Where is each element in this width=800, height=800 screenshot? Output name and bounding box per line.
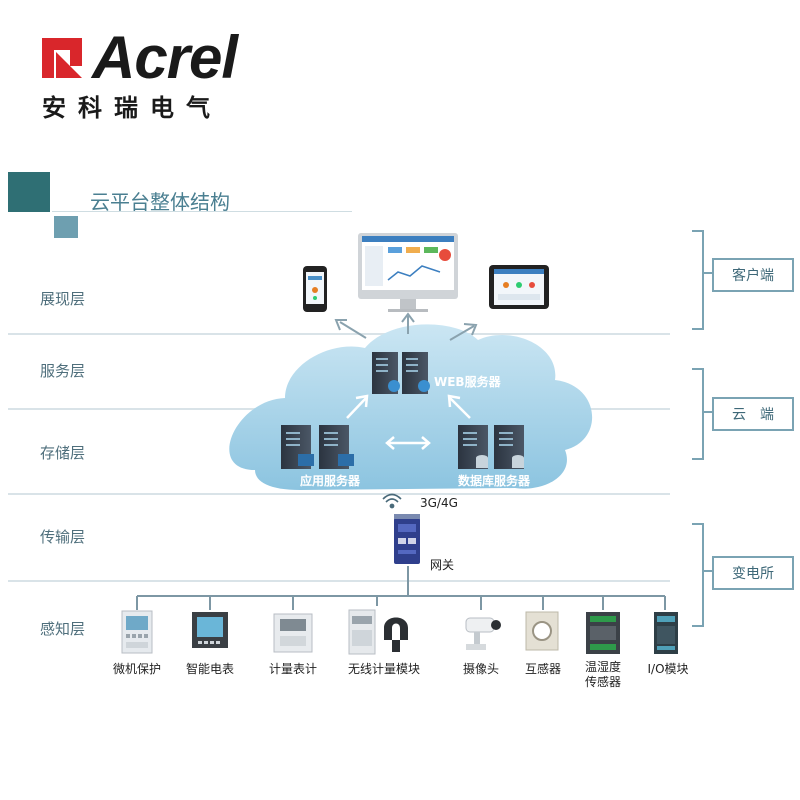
gateway-label: 网关 [430, 556, 454, 573]
desktop-monitor-icon [358, 233, 458, 312]
device-label-metering-meter: 计量表计 [248, 660, 338, 677]
device-label-io-module: I/O模块 [623, 660, 713, 677]
gateway-device-icon [394, 514, 420, 564]
field-bus [137, 566, 665, 610]
transformer-icon [526, 612, 558, 650]
temp-humidity-sensor-icon [586, 612, 620, 654]
wireless-module-icon [349, 610, 408, 654]
web-server-label: WEB服务器 [434, 373, 501, 390]
tablet-icon [489, 265, 549, 309]
device-label-transformer: 互感器 [498, 660, 588, 677]
app-server-label: 应用服务器 [300, 472, 360, 489]
device-label-temp-humidity: 温湿度传感器 [581, 660, 625, 690]
io-module-icon [654, 612, 678, 654]
device-label-wireless-module: 无线计量模块 [339, 660, 429, 677]
din-meter-icon [274, 614, 312, 652]
device-label-smart-meter: 智能电表 [165, 660, 255, 677]
relay-protection-icon [122, 611, 152, 653]
wireless-signal-icon [383, 495, 401, 508]
database-server-label: 数据库服务器 [458, 472, 530, 489]
camera-icon [466, 618, 501, 650]
smartphone-icon [303, 266, 327, 312]
smart-meter-icon [192, 612, 228, 648]
signal-label: 3G/4G [420, 496, 458, 510]
